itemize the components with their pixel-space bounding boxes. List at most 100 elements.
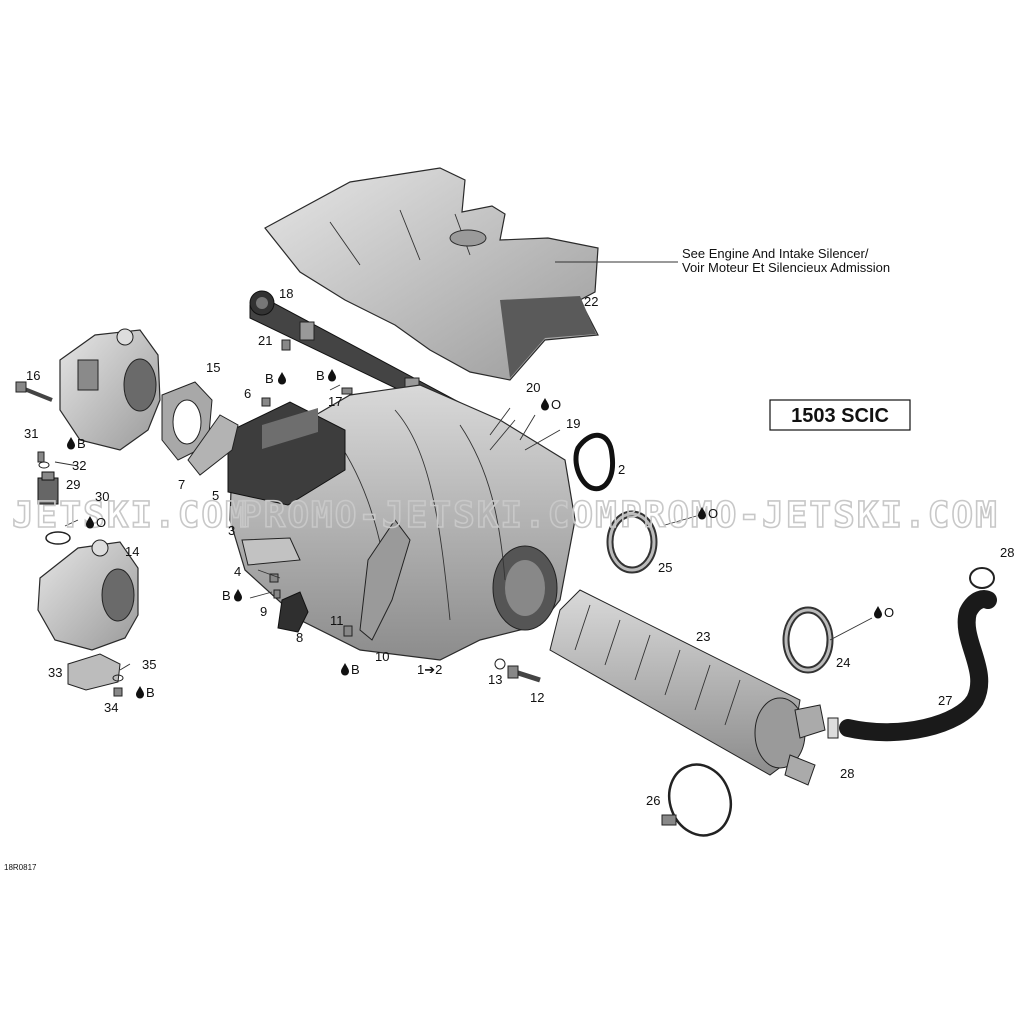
callout-15: 15 bbox=[206, 360, 220, 375]
svg-text:B: B bbox=[351, 662, 360, 677]
callout-21: 21 bbox=[258, 333, 272, 348]
callout-3: 3 bbox=[228, 523, 235, 538]
svg-text:B: B bbox=[77, 436, 86, 451]
svg-text:B: B bbox=[316, 368, 325, 383]
svg-text:O: O bbox=[708, 506, 718, 521]
clamp-part-24 bbox=[782, 606, 834, 674]
sensor-part-29 bbox=[37, 471, 59, 505]
lube-marker-b-17: B bbox=[316, 368, 336, 383]
lube-marker-b-21: B bbox=[265, 371, 286, 386]
callout-31: 31 bbox=[24, 426, 38, 441]
droplet-icon bbox=[541, 398, 549, 411]
droplet-icon bbox=[234, 589, 242, 602]
droplet-icon bbox=[67, 437, 75, 450]
callout-17: 17 bbox=[328, 394, 342, 409]
callout-2: 2 bbox=[618, 462, 625, 477]
lube-marker-o-30: O bbox=[86, 515, 106, 530]
callout-labels: 22 18 21 15 16 6 17 20 19 31 2 32 7 29 5… bbox=[24, 286, 1014, 808]
model-label-box: 1503 SCIC bbox=[769, 399, 911, 431]
callout-11: 11 bbox=[330, 613, 344, 628]
ref-1-to-2: 1➔2 bbox=[417, 662, 442, 677]
hose-part-27 bbox=[839, 590, 997, 742]
clamp-part-25 bbox=[606, 510, 658, 574]
svg-text:B: B bbox=[146, 685, 155, 700]
callout-19: 19 bbox=[566, 416, 580, 431]
o-ring-part-13 bbox=[494, 658, 506, 670]
lube-marker-o-20: O bbox=[541, 397, 561, 412]
throttle-body-upper bbox=[59, 328, 161, 451]
callout-20: 20 bbox=[526, 380, 540, 395]
svg-text:O: O bbox=[884, 605, 894, 620]
callout-13: 13 bbox=[488, 672, 502, 687]
callout-33: 33 bbox=[48, 665, 62, 680]
callout-10: 10 bbox=[375, 649, 389, 664]
bracket-part-3 bbox=[241, 537, 301, 566]
bracket-part-33 bbox=[67, 653, 121, 691]
lube-marker-o-25: O bbox=[698, 506, 718, 521]
reference-note: See Engine And Intake Silencer/ Voir Mot… bbox=[682, 246, 890, 275]
callout-18: 18 bbox=[279, 286, 293, 301]
ring-part-28-lower bbox=[827, 717, 839, 739]
sensor-part-8 bbox=[277, 591, 309, 633]
svg-text:B: B bbox=[222, 588, 231, 603]
callout-25: 25 bbox=[658, 560, 672, 575]
callout-14: 14 bbox=[125, 544, 139, 559]
screws-small bbox=[37, 339, 353, 697]
callout-4: 4 bbox=[234, 564, 241, 579]
seal-part-30 bbox=[45, 531, 71, 545]
gasket-part-15 bbox=[161, 381, 213, 461]
engine-cover-part-22 bbox=[264, 167, 599, 381]
model-label: 1503 SCIC bbox=[791, 405, 889, 427]
screw-part-16 bbox=[15, 381, 53, 402]
droplet-icon bbox=[136, 686, 144, 699]
leader-lines bbox=[54, 261, 873, 671]
bracket-part-10 bbox=[359, 519, 411, 641]
droplet-icon bbox=[341, 663, 349, 676]
bracket-part-7 bbox=[187, 414, 239, 476]
gasket-part-2 bbox=[573, 432, 616, 492]
lube-marker-b-11: B bbox=[341, 662, 360, 677]
callout-28-lower: 28 bbox=[840, 766, 854, 781]
svg-text:O: O bbox=[551, 397, 561, 412]
drawing-number: 18R0817 bbox=[4, 863, 37, 872]
callout-22: 22 bbox=[584, 294, 598, 309]
svg-text:PROMO-JETSKI.COM: PROMO-JETSKI.COM bbox=[620, 495, 999, 536]
callout-23: 23 bbox=[696, 629, 710, 644]
lube-marker-b-34: B bbox=[136, 685, 155, 700]
lube-marker-b-4: B bbox=[222, 588, 242, 603]
throttle-body-part-14 bbox=[37, 539, 139, 651]
sensor-part-12 bbox=[507, 665, 541, 683]
lubricant-markers: B B O B O O B O bbox=[67, 368, 894, 700]
module-part-5 bbox=[227, 401, 346, 506]
callout-29: 29 bbox=[66, 477, 80, 492]
svg-text:JETSKI.COM: JETSKI.COM bbox=[12, 495, 249, 536]
callout-28-upper: 28 bbox=[1000, 545, 1014, 560]
droplet-icon bbox=[328, 369, 336, 382]
callout-27: 27 bbox=[938, 693, 952, 708]
svg-text:O: O bbox=[96, 515, 106, 530]
callout-30: 30 bbox=[95, 489, 109, 504]
callout-24: 24 bbox=[836, 655, 850, 670]
lube-marker-o-24: O bbox=[874, 605, 894, 620]
callout-12: 12 bbox=[530, 690, 544, 705]
svg-text:PROMO-JETSKI.COM: PROMO-JETSKI.COM bbox=[240, 495, 619, 536]
note-line-1: See Engine And Intake Silencer/ bbox=[682, 246, 869, 261]
callout-5: 5 bbox=[212, 488, 219, 503]
callout-34: 34 bbox=[104, 700, 118, 715]
callout-16: 16 bbox=[26, 368, 40, 383]
callout-26: 26 bbox=[646, 793, 660, 808]
svg-text:B: B bbox=[265, 371, 274, 386]
droplet-icon bbox=[278, 372, 286, 385]
clamp-part-26 bbox=[661, 763, 733, 837]
ring-part-28-upper bbox=[969, 567, 995, 589]
note-line-2: Voir Moteur Et Silencieux Admission bbox=[682, 260, 890, 275]
watermark: JETSKI.COM PROMO-JETSKI.COM PROMO-JETSKI… bbox=[11, 494, 999, 537]
callout-8: 8 bbox=[296, 630, 303, 645]
callout-32: 32 bbox=[72, 458, 86, 473]
callout-7: 7 bbox=[178, 477, 185, 492]
lube-marker-b-31: B bbox=[67, 436, 86, 451]
callout-35: 35 bbox=[142, 657, 156, 672]
droplet-icon bbox=[874, 606, 882, 619]
callout-6: 6 bbox=[244, 386, 251, 401]
